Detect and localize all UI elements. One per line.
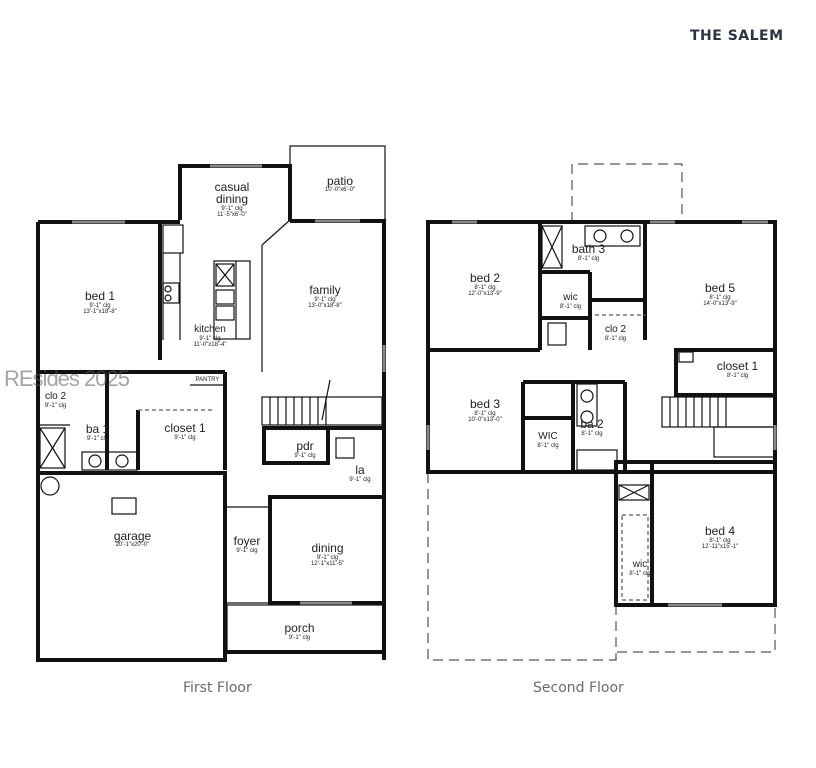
- room-family: family 9'-1" clg 13'-0"x18'-8": [308, 283, 342, 309]
- room-bed-1: bed 1 9'-1" clg 13'-1"x18'-8": [83, 289, 117, 315]
- room-porch: porch 9'-1" clg: [284, 621, 315, 641]
- room-clo-2: clo 2 9'-1" clg: [44, 391, 67, 410]
- plan-title: THE SALEM: [690, 28, 784, 44]
- room-pdr: pdr 9'-1" clg: [294, 439, 316, 459]
- second-floor-walls: [426, 163, 777, 661]
- room-bed-3: bed 3 8'-1" clg 10'-0"x13'-0": [468, 397, 502, 423]
- room-ba-2: ba 2 8'-1" clg: [580, 417, 604, 437]
- room-bed-5: bed 5 8'-1" clg 14'-0"x13'-9": [703, 281, 737, 307]
- room-ba-1: ba 1 9'-1" clg: [85, 422, 110, 442]
- room-pantry: PANTRY: [195, 377, 220, 383]
- first-floor-caption: First Floor: [183, 680, 252, 696]
- room-bath-3: bath 3 8'-1" clg: [571, 242, 606, 262]
- watermark: REsides 2025: [4, 366, 130, 391]
- room-foyer: foyer 9'-1" clg: [233, 534, 261, 554]
- room-wic-upper: wic 8'-1" clg: [559, 292, 582, 311]
- room-la: la 9'-1" clg: [349, 463, 371, 483]
- second-floor-caption: Second Floor: [533, 680, 624, 696]
- room-closet-1-upper: closet 1 8'-1" clg: [716, 359, 759, 379]
- room-wic-bed-4: wic 8'-1" clg: [629, 559, 651, 578]
- room-closet-1: closet 1 9'-1" clg: [164, 421, 206, 441]
- room-bed-4: bed 4 8'-1" clg 12'-11"x15'-1": [701, 524, 739, 550]
- room-patio: patio 10'-0"x6'-0": [324, 174, 356, 193]
- room-bed-2: bed 2 8'-1" clg 12'-0"x13'-9": [468, 271, 502, 297]
- room-garage: garage 20'-1"x20'-0": [113, 529, 152, 548]
- room-wic-bed-3: WIC 8'-1" clg: [537, 431, 559, 450]
- room-clo-2-upper: clo 2 8'-1" clg: [604, 324, 627, 343]
- first-floor-walls: [36, 145, 386, 662]
- room-kitchen: kitchen 9'-1" clg 11'-0"x18'-4": [193, 324, 227, 349]
- room-dining: dining 9'-1" clg 12'-1"x11'-5": [310, 541, 345, 567]
- room-casual-dining: casual dining 9'-1" clg 11'-5"x6'-0": [214, 180, 250, 218]
